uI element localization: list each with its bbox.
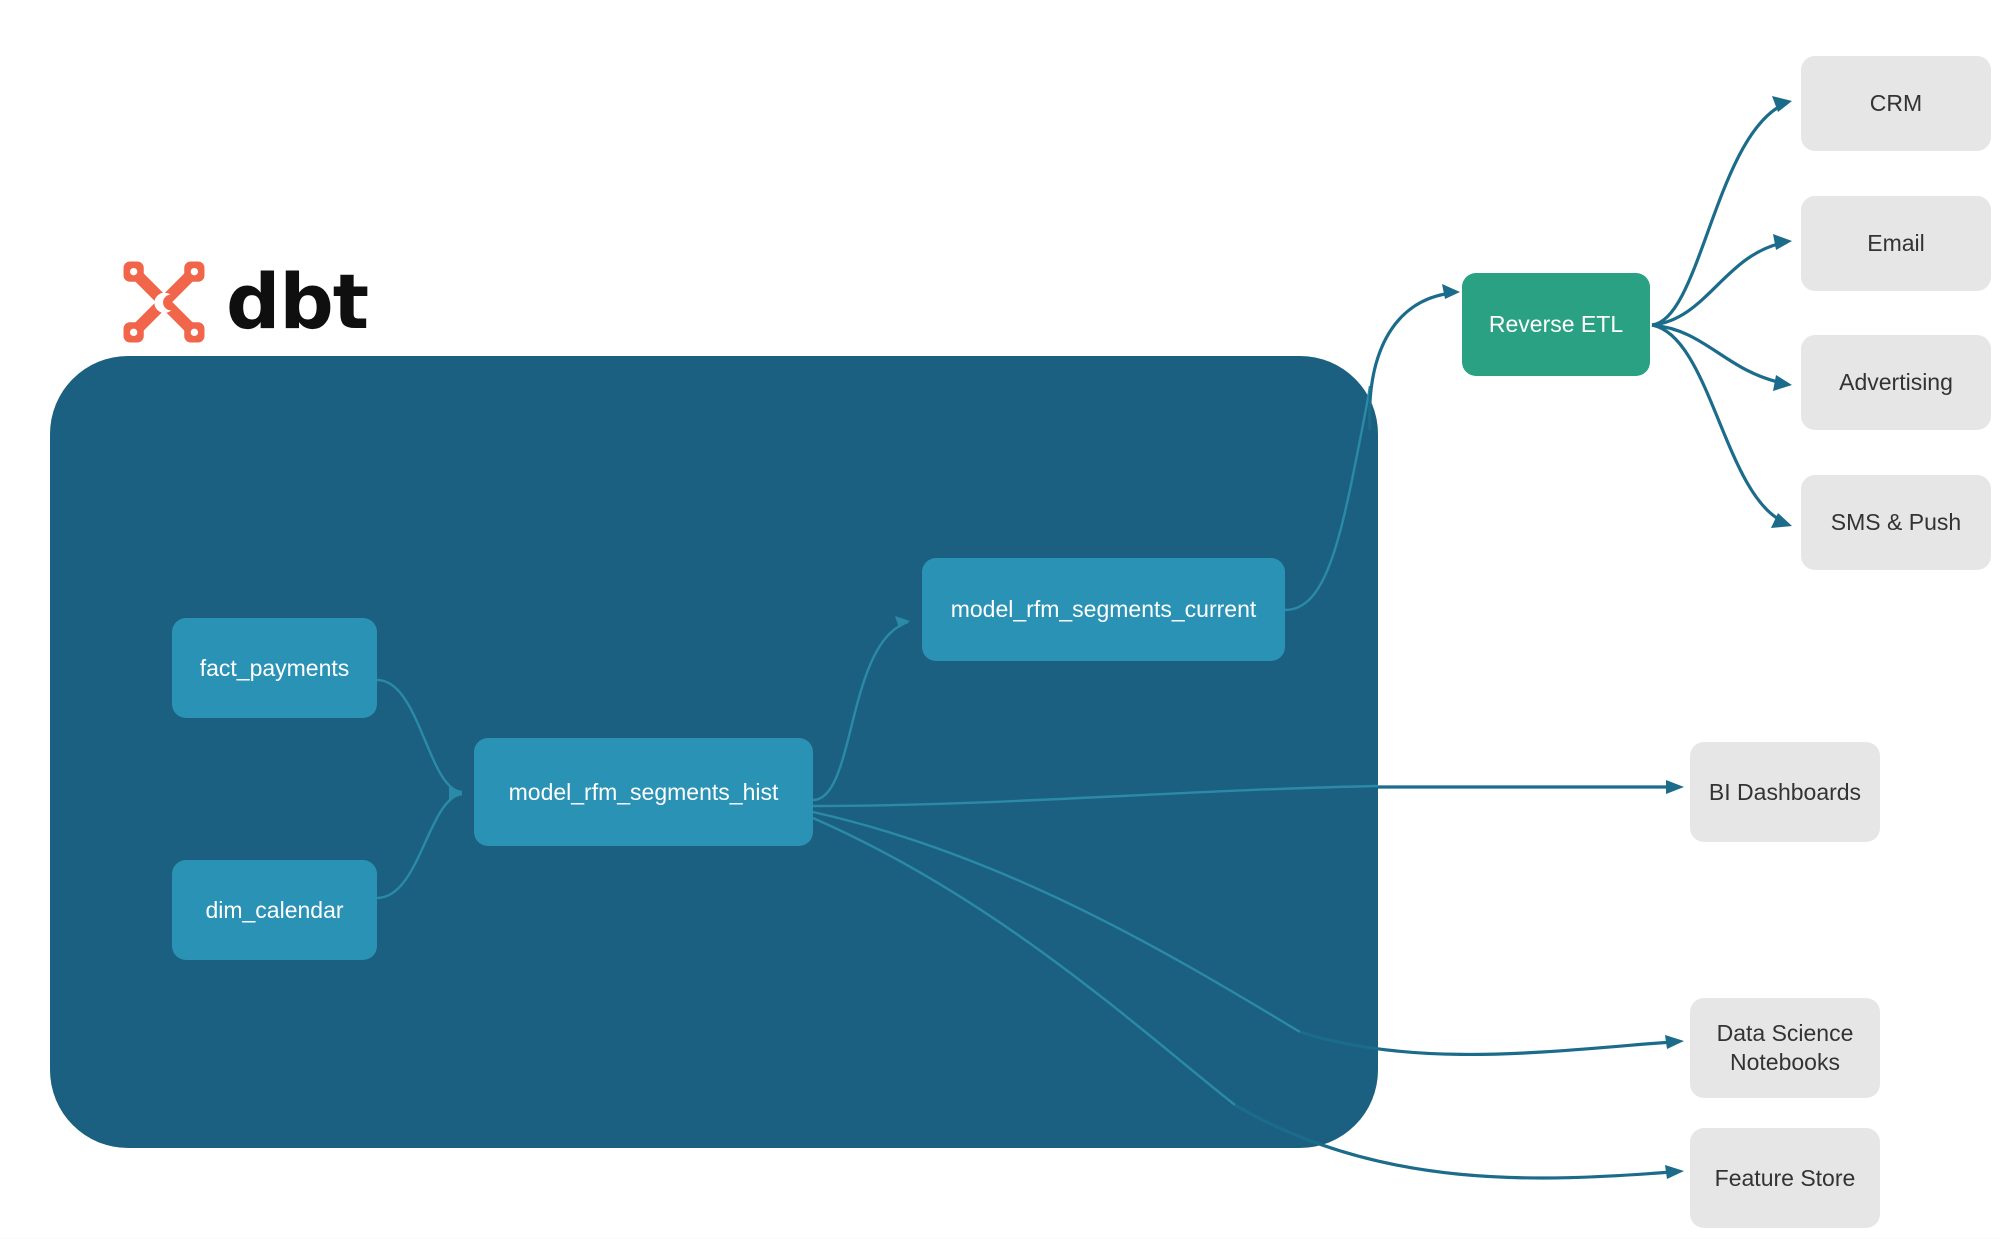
destination-node-sms-push[interactable]: SMS & Push bbox=[1801, 475, 1991, 570]
arrow-reverse-etl-to-crm bbox=[1772, 96, 1792, 112]
reverse-etl-node[interactable]: Reverse ETL bbox=[1462, 273, 1650, 376]
consumer-node-ds-notebooks[interactable]: Data Science Notebooks bbox=[1690, 998, 1880, 1098]
arrow-to-bi-dashboards bbox=[1666, 780, 1684, 794]
dbt-logo: dbt bbox=[118, 252, 458, 352]
dbt-wordmark: dbt bbox=[226, 257, 369, 346]
model-node-fact-payments[interactable]: fact_payments bbox=[172, 618, 377, 718]
edge-reverse-etl-to-crm bbox=[1651, 103, 1783, 327]
arrow-reverse-etl-to-email bbox=[1773, 234, 1792, 250]
model-node-label: dim_calendar bbox=[205, 896, 344, 923]
dbt-x-logo-icon bbox=[123, 261, 205, 343]
arrow-reverse-etl-to-advertising bbox=[1773, 375, 1792, 391]
arrow-reverse-etl-to-sms-push bbox=[1771, 513, 1792, 528]
destination-label: SMS & Push bbox=[1830, 509, 1962, 536]
destination-node-email[interactable]: Email bbox=[1801, 196, 1991, 291]
edge-reverse-etl-to-sms-push bbox=[1651, 323, 1783, 523]
model-node-rfm-segments-current[interactable]: model_rfm_segments_current bbox=[922, 558, 1285, 661]
consumer-label: BI Dashboards bbox=[1708, 778, 1862, 805]
destination-label: Email bbox=[1867, 230, 1925, 257]
arrow-to-ds-notebooks bbox=[1665, 1035, 1684, 1049]
model-node-label: fact_payments bbox=[199, 654, 350, 681]
consumer-node-feature-store[interactable]: Feature Store bbox=[1690, 1128, 1880, 1228]
arrow-to-feature-store bbox=[1665, 1165, 1684, 1179]
destination-node-advertising[interactable]: Advertising bbox=[1801, 335, 1991, 430]
consumer-label-line2: Notebooks bbox=[1730, 1049, 1840, 1075]
destination-node-crm[interactable]: CRM bbox=[1801, 56, 1991, 151]
consumer-label-line1: Data Science bbox=[1716, 1020, 1854, 1047]
edge-reverse-etl-to-advertising bbox=[1651, 323, 1783, 385]
consumer-label: Feature Store bbox=[1714, 1164, 1856, 1191]
page-baseline bbox=[0, 1238, 2000, 1239]
destination-label: CRM bbox=[1869, 90, 1923, 117]
edge-reverse-etl-to-email bbox=[1651, 241, 1783, 327]
model-node-dim-calendar[interactable]: dim_calendar bbox=[172, 860, 377, 960]
model-node-label: model_rfm_segments_hist bbox=[508, 778, 779, 805]
edge-to-reverse-etl bbox=[1367, 291, 1453, 431]
consumer-node-bi-dashboards[interactable]: BI Dashboards bbox=[1690, 742, 1880, 842]
reverse-etl-label: Reverse ETL bbox=[1488, 311, 1624, 337]
consumer-label: Data Science Notebooks bbox=[1717, 1019, 1854, 1077]
destination-label: Advertising bbox=[1839, 369, 1953, 396]
model-node-label: model_rfm_segments_current bbox=[950, 596, 1257, 622]
model-node-rfm-segments-hist[interactable]: model_rfm_segments_hist bbox=[474, 738, 813, 846]
arrow-to-reverse-etl bbox=[1442, 284, 1460, 299]
